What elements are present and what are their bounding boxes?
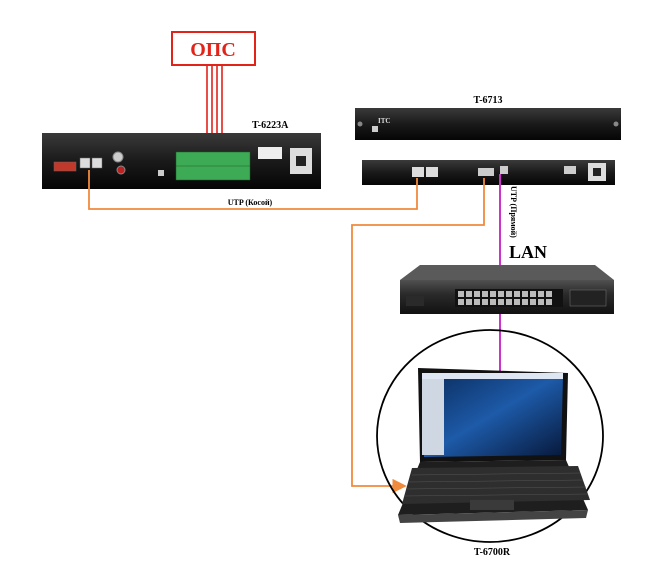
- laptop: [398, 368, 590, 523]
- fire-alarm-label: ОПС: [190, 39, 236, 61]
- crossover-cable-label: UTP (Косой): [228, 198, 273, 207]
- network-switch: [400, 265, 614, 314]
- laptop-model: T-6700R: [474, 547, 511, 558]
- laptop-uplink-cable: [351, 178, 485, 494]
- lan-label: LAN: [509, 242, 547, 262]
- straight-cable-label: UTP (Прямой): [509, 186, 518, 238]
- net-module-front: ITC: [355, 108, 621, 140]
- fire-alarm-box: ОПС: [171, 31, 256, 66]
- paging-unit: [42, 133, 321, 189]
- net-module-rear: [362, 160, 615, 185]
- crossover-cable: [88, 170, 418, 210]
- net-module-brand: ITC: [378, 117, 390, 125]
- paging-unit-model: T-6223A: [252, 120, 289, 131]
- laptop-highlight-circle: [376, 329, 604, 543]
- net-module-model: T-6713: [473, 95, 502, 106]
